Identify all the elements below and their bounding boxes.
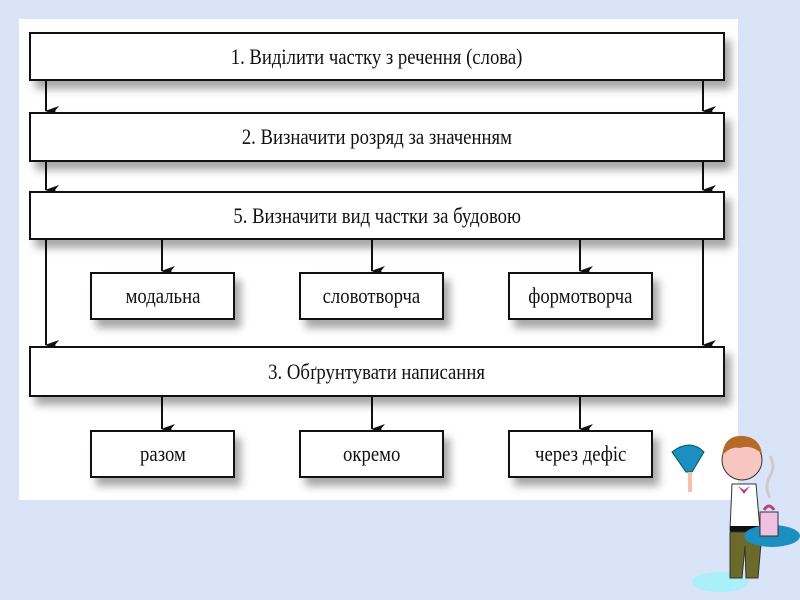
spelling-hyphen-box: через дефіс	[508, 430, 653, 478]
step-2-box: 2. Визначити розряд за значенням	[29, 112, 725, 162]
step-1-box: 1. Виділити частку з речення (слова)	[29, 32, 725, 81]
spelling-label: окремо	[342, 441, 401, 466]
step-3-label: 3. Обґрунтувати написання	[268, 358, 486, 384]
type-label: модальна	[125, 283, 200, 308]
diagram-panel	[19, 19, 738, 500]
step-2-label: 2. Визначити розряд за значенням	[241, 124, 513, 149]
spelling-label: разом	[139, 441, 186, 466]
type-word-forming-box: словотворча	[299, 272, 444, 320]
type-label: формотворча	[528, 283, 633, 308]
step-3-box: 3. Обґрунтувати написання	[29, 346, 725, 397]
waiter-clipart-icon	[671, 435, 800, 592]
type-form-forming-box: формотворча	[508, 272, 653, 320]
type-label: словотворча	[322, 283, 421, 308]
type-modal-box: модальна	[90, 272, 235, 320]
step-5-label: 5. Визначити вид частки за будовою	[233, 202, 521, 228]
spelling-together-box: разом	[90, 430, 235, 478]
step-1-label: 1. Виділити частку з речення (слова)	[231, 43, 523, 69]
spelling-label: через дефіс	[534, 441, 627, 466]
step-5-box: 5. Визначити вид частки за будовою	[29, 191, 725, 240]
spelling-separate-box: окремо	[299, 430, 444, 478]
